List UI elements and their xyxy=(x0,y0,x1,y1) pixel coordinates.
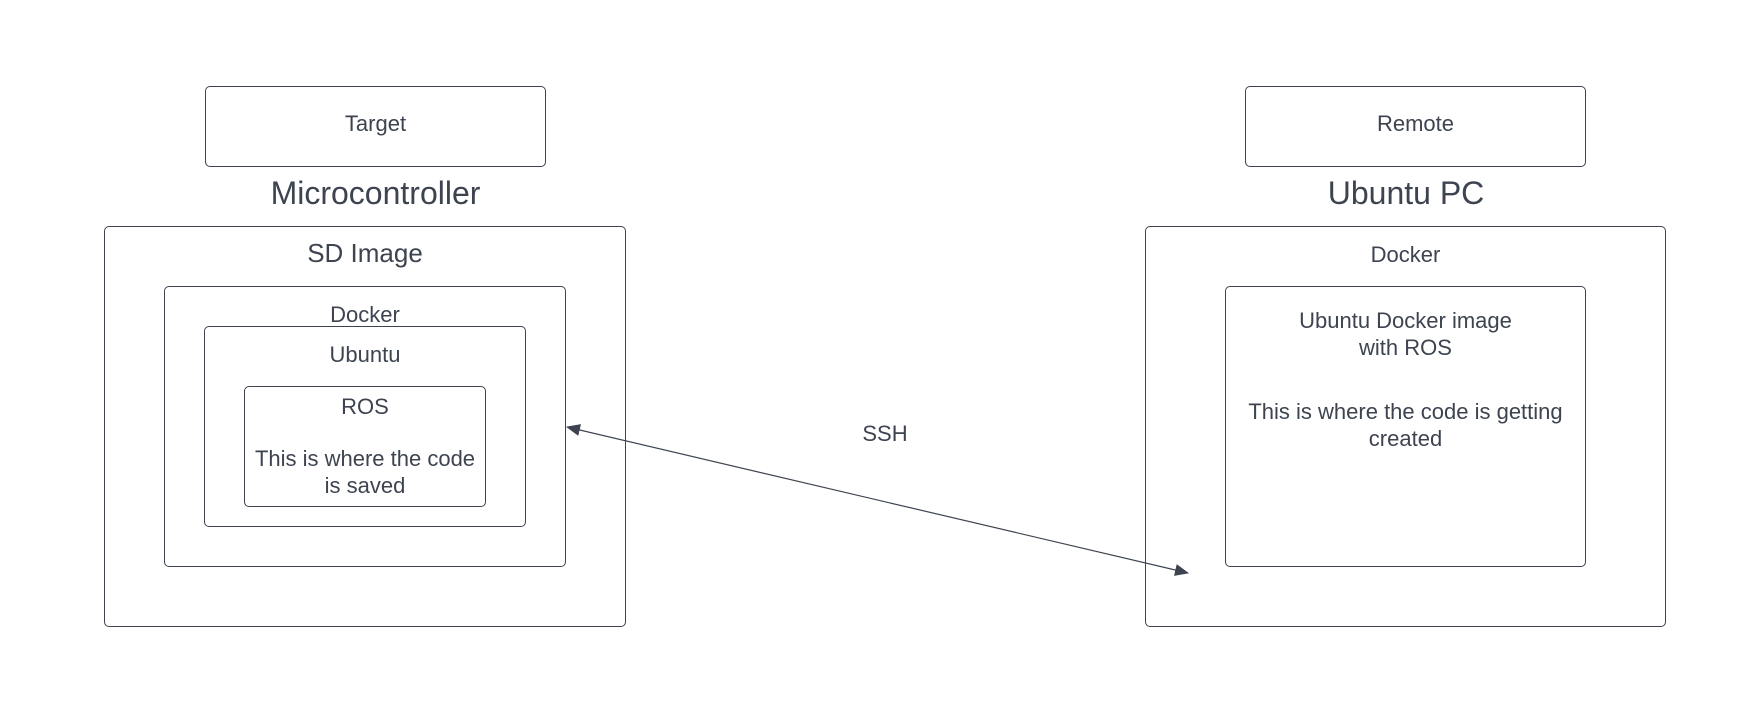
sd-image-label: SD Image xyxy=(307,238,423,268)
right-docker-label: Docker xyxy=(1370,242,1441,267)
microcontroller-title: Microcontroller xyxy=(270,175,481,211)
target-label: Target xyxy=(344,111,407,136)
ubuntu-pc-title: Ubuntu PC xyxy=(1327,175,1485,211)
ssh-label: SSH xyxy=(862,421,908,446)
remote-label: Remote xyxy=(1376,111,1455,136)
target-box xyxy=(205,86,546,167)
ros-note: This is where the code is saved xyxy=(254,446,476,498)
ros-box xyxy=(244,386,486,507)
ssh-arrow-line xyxy=(566,424,1189,576)
ubuntu-label: Ubuntu xyxy=(329,342,401,367)
ros-label: ROS xyxy=(341,394,389,419)
ubuntu-docker-image-label: Ubuntu Docker image with ROS xyxy=(1299,308,1512,360)
remote-box xyxy=(1245,86,1586,167)
left-docker-label: Docker xyxy=(330,302,400,327)
ubuntu-docker-image-note: This is where the code is getting create… xyxy=(1248,399,1563,451)
ubuntu-docker-image-box xyxy=(1225,286,1586,567)
